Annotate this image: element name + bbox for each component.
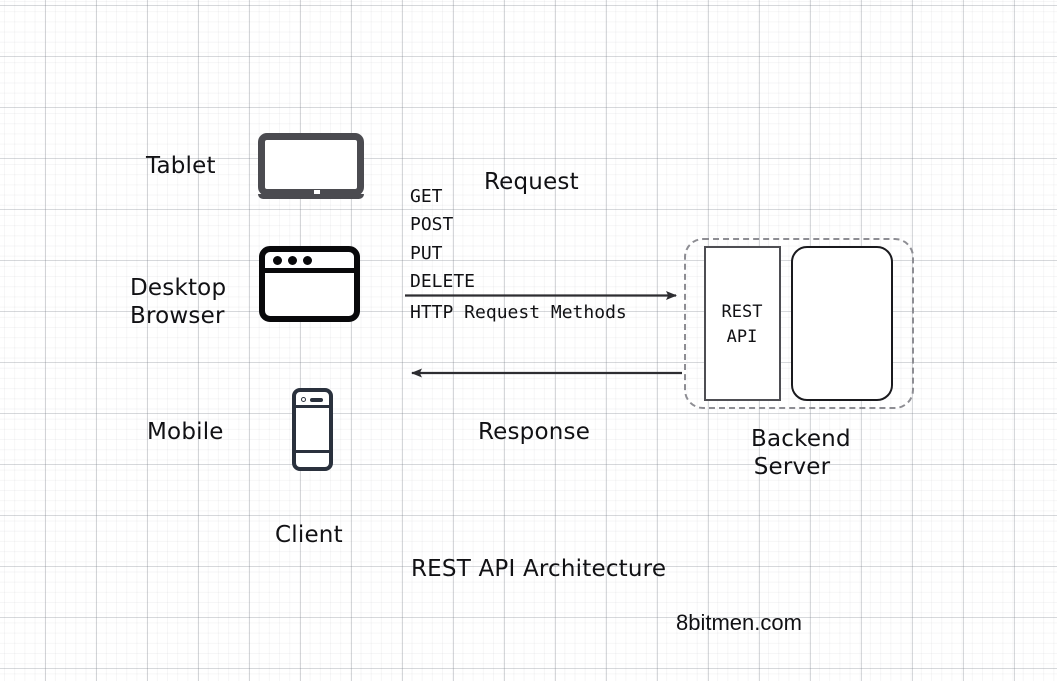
diagram-title: REST API Architecture: [411, 556, 667, 582]
browser-window-icon: [259, 246, 360, 322]
backend-server-label: Backend Server: [751, 426, 851, 481]
mobile-phone-icon: [292, 388, 333, 471]
browser-dot-2-icon: [288, 255, 297, 265]
request-label: Request: [484, 169, 579, 195]
server-app-box: [791, 246, 893, 401]
tablet-label: Tablet: [146, 153, 216, 179]
watermark-label: 8bitmen.com: [676, 610, 802, 635]
http-methods-caption: HTTP Request Methods: [410, 302, 627, 323]
rest-api-box: [704, 246, 781, 401]
browser-dot-3-icon: [303, 255, 312, 265]
phone-camera-icon: [301, 397, 306, 402]
tablet-icon: [258, 133, 364, 196]
phone-speaker-icon: [310, 397, 323, 402]
http-method-post: POST: [410, 214, 454, 235]
http-method-delete: DELETE: [410, 271, 476, 292]
tablet-base-icon: [258, 194, 364, 199]
backend-server-boundary: [684, 238, 914, 409]
phone-screen-top-divider: [295, 405, 329, 408]
browser-dot-1-icon: [273, 255, 282, 265]
browser-titlebar: [265, 252, 354, 273]
desktop-browser-label: Desktop Browser: [130, 275, 227, 330]
tablet-home-button-icon: [314, 190, 320, 196]
rest-api-label: REST API: [721, 302, 763, 347]
mobile-label: Mobile: [147, 419, 224, 445]
http-method-put: PUT: [410, 243, 443, 264]
client-group-label: Client: [275, 522, 343, 548]
phone-screen-bottom-divider: [295, 450, 329, 453]
http-method-get: GET: [410, 186, 443, 207]
response-label: Response: [478, 419, 591, 445]
